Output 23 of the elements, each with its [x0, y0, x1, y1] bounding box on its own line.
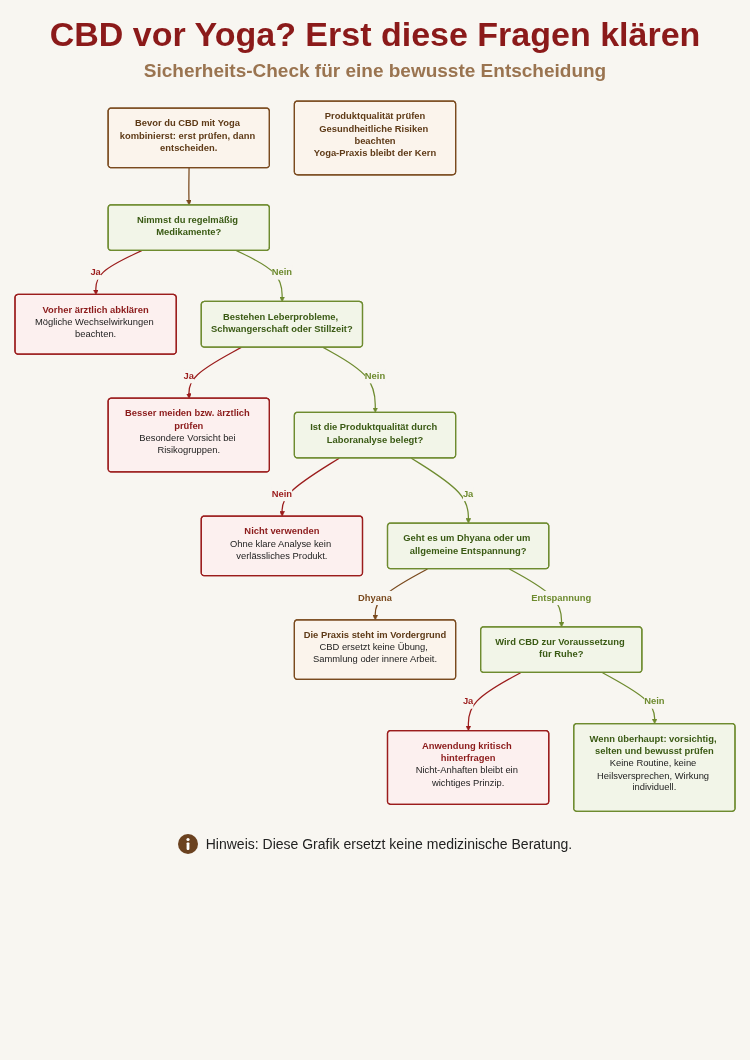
edge-label: Nein	[271, 488, 293, 499]
arrow	[410, 457, 472, 524]
arrow	[601, 672, 658, 725]
edge-label: Dhyana	[358, 591, 392, 603]
arrow	[279, 457, 340, 517]
arrow	[235, 250, 285, 303]
edge-label: Nein	[271, 266, 293, 278]
arrow	[322, 346, 378, 413]
flowchart-diagram: Ja Nein Ja Nein Nein Ja Dhyana Entspannung Ja Nein Bevor du CBD mit Yoga kombinierst: erst prüfen, dann entscheiden. Nimmst du regelmäßig Medikamente? Vorher ärztlich abklären Mögliche Wechselwirkungen beachten. Bestehen Leberprobleme, Schwangerschaft oder Stillzeit? Besser meiden bzw. ärztlich prüfen Besondere Vorsicht bei Risikogruppen. Ist die Produktqualität durch Laboranalyse belegt? Nicht verwenden Ohne klare Analyse kein verlässliches Produkt. Geht es um Dhyana oder um allgemeine Entspannung? Die Praxis steht im Vordergrund CBD ersetzt keine Übung, Sammlung oder innere Arbeit. Wird CBD zur Voraussetzung für Ruhe? Anwendung kritisch hinterfragen Nicht-Anhaften bleibt ein wichtiges Prinzip. Wenn überhaupt: vorsichtig, selten und bewusst prüfen Keine Routine, keine Heilsversprechen, Wirkung individuell. Produktqualität prüfen Gesundheitliche Risiken beachten Yoga-Praxis bleibt der Kern	[10, 96, 740, 817]
arrow	[186, 167, 192, 206]
edge-label: Nein	[644, 695, 665, 707]
edge-label: Ja	[183, 370, 194, 381]
edge-label: Ja	[462, 488, 474, 499]
edge-label: Ja	[462, 695, 474, 707]
edge-label: Nein	[364, 370, 386, 381]
arrow	[93, 250, 143, 295]
arrow	[186, 346, 242, 399]
arrow	[465, 672, 522, 732]
edge-label: Entspannung	[531, 591, 592, 603]
edge-label: Ja	[90, 266, 101, 278]
subtitle: Sicherheits-Check für eine bewusste Entscheidung	[143, 60, 607, 82]
title: CBD vor Yoga? Erst diese Fragen klären	[49, 14, 701, 54]
caption: Hinweis: Diese Grafik ersetzt keine medizinische Beratung.	[205, 836, 573, 853]
